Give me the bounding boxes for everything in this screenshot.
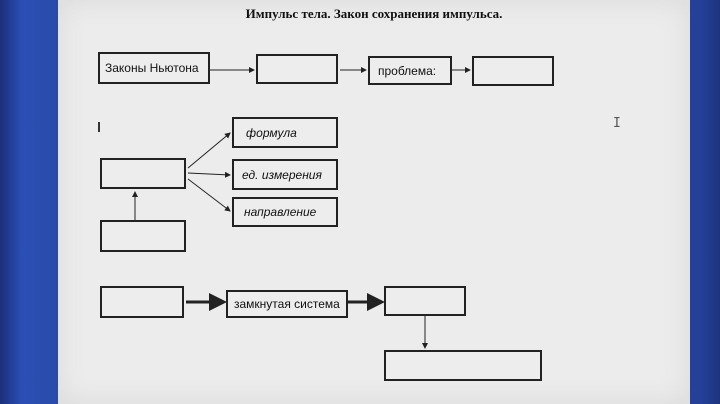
text-caret-icon xyxy=(98,122,100,132)
below-blank-box[interactable] xyxy=(100,220,186,252)
document-page[interactable]: Импульс тела. Закон сохранения импульса.… xyxy=(58,0,690,404)
document-title: Импульс тела. Закон сохранения импульса. xyxy=(245,6,503,21)
arrow-to-direction xyxy=(187,178,231,212)
blank-box-2[interactable] xyxy=(472,56,554,86)
problem-label: проблема: xyxy=(378,63,437,78)
left-blank-box[interactable] xyxy=(100,286,184,318)
formula-label: формула xyxy=(246,125,297,140)
center-blank-box[interactable] xyxy=(100,158,186,189)
units-box[interactable]: ед. измерения xyxy=(232,159,338,190)
direction-box[interactable]: направление xyxy=(232,197,338,227)
problem-box[interactable]: проблема: xyxy=(368,56,452,85)
newton-laws-label: Законы Ньютона xyxy=(105,61,199,75)
right-blank-box[interactable] xyxy=(384,286,466,316)
blank-box-1[interactable] xyxy=(256,54,338,84)
diagram-connectors xyxy=(132,67,471,349)
arrow-to-formula xyxy=(187,132,231,169)
arrow-to-units xyxy=(187,171,231,178)
units-label: ед. измерения xyxy=(242,167,322,182)
direction-label: направление xyxy=(244,205,317,219)
bottom-blank-box[interactable] xyxy=(384,350,542,381)
closed-system-box[interactable]: замкнутая система xyxy=(226,290,348,318)
formula-box[interactable]: формула xyxy=(232,117,338,148)
newton-laws-box[interactable]: Законы Ньютона xyxy=(98,52,210,84)
closed-system-label: замкнутая система xyxy=(234,297,340,311)
i-beam-cursor-icon: I xyxy=(613,116,621,131)
